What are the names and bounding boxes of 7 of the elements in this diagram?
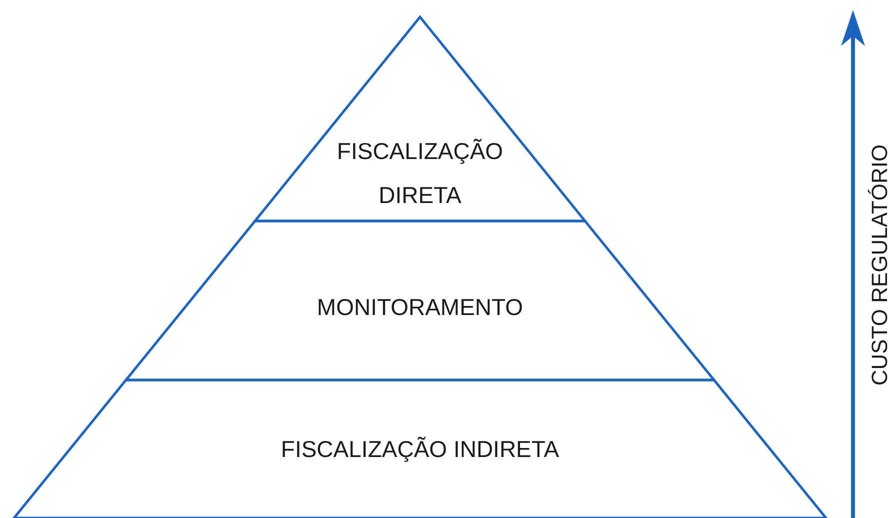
pyramid-tier: [14, 380, 826, 518]
tier-label: FISCALIZAÇÃO INDIRETA: [280, 435, 560, 464]
pyramid-tier: [255, 17, 585, 221]
tier-label: FISCALIZAÇÃO DIRETA: [336, 137, 504, 210]
axis-label: CUSTO REGULATÓRIO: [867, 144, 893, 386]
tier-label: MONITORAMENTO: [316, 293, 524, 322]
pyramid-tier: [126, 221, 714, 380]
